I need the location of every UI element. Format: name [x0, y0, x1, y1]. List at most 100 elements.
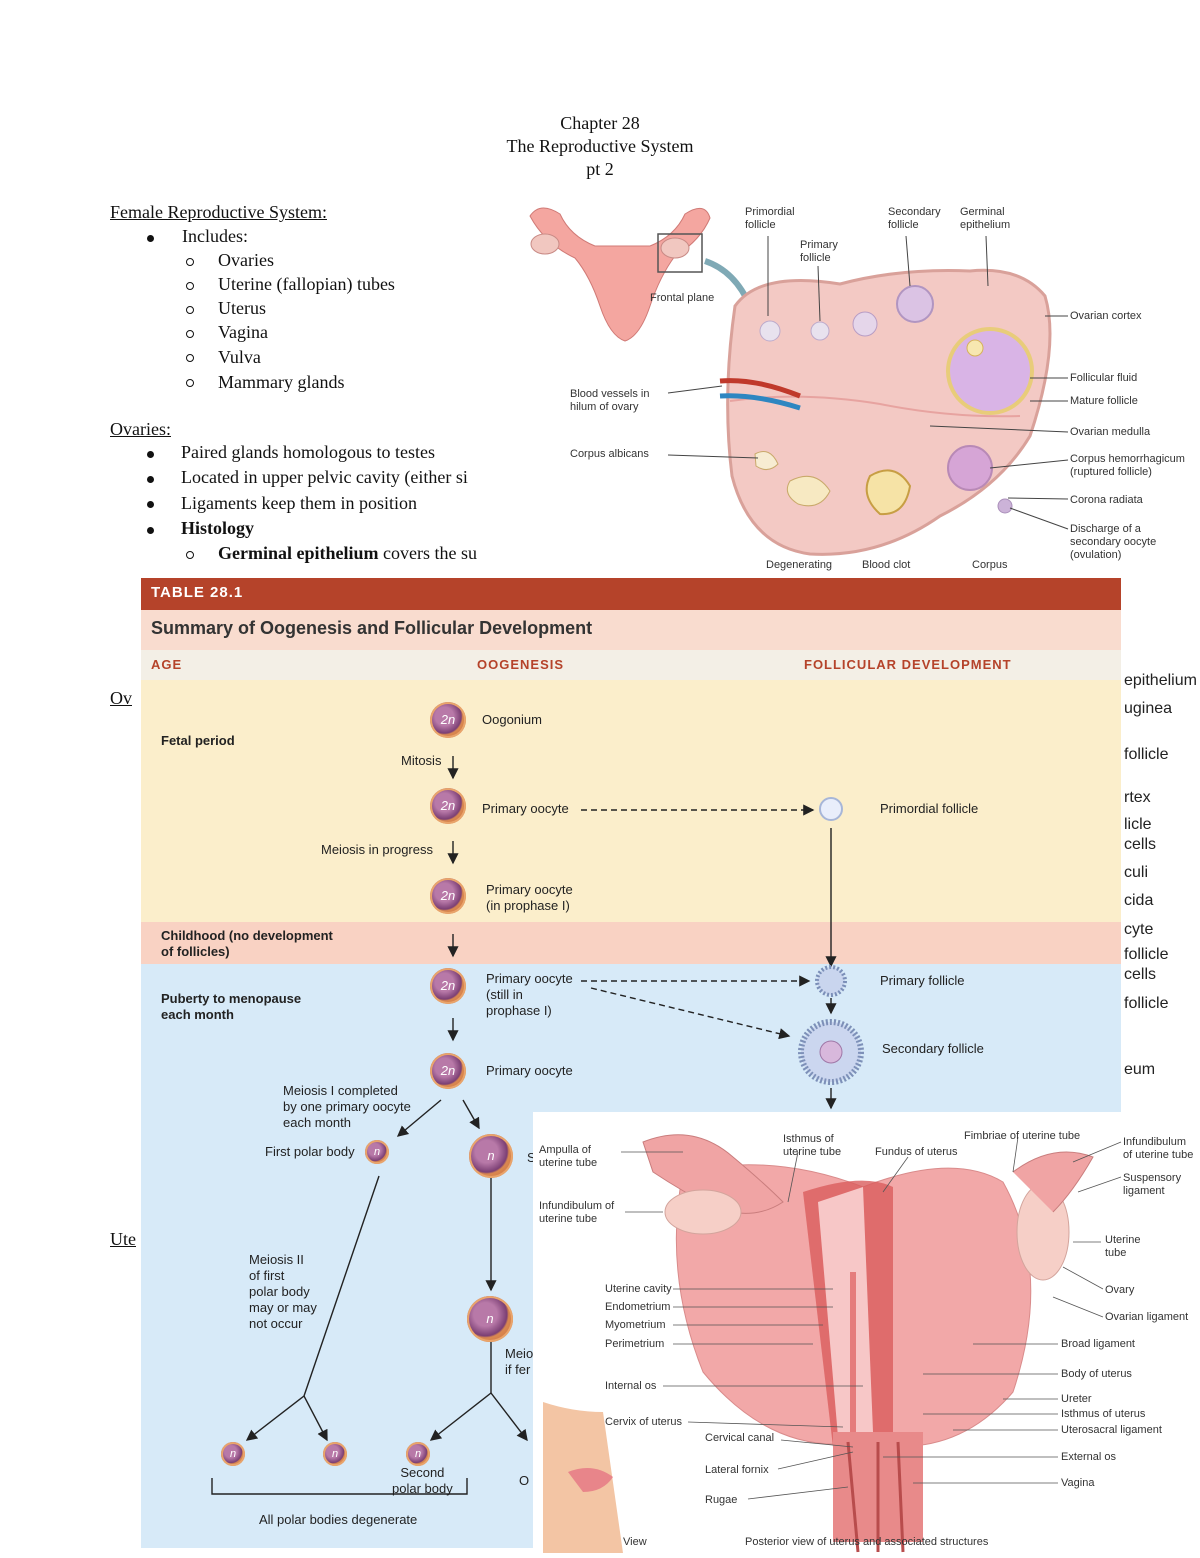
bullet [147, 476, 154, 483]
ploidy-label: n [414, 1448, 422, 1460]
leader-lines [667, 235, 1069, 530]
label-perimetrium: Perimetrium [605, 1338, 665, 1350]
primary-oocyte-prophase-label: Primary oocyte (in prophase I) [486, 882, 573, 913]
bullet [147, 451, 154, 458]
meiosis2-label: Meiosis II of first polar body may or ma… [249, 1252, 317, 1331]
primary-follicle-icon [815, 965, 847, 997]
label-cervical-canal: Cervical canal [705, 1432, 775, 1444]
label-uterine-tube: Uterine tube [1105, 1234, 1141, 1259]
polar-body-cell: n [323, 1442, 347, 1466]
list-item: Ovaries [218, 250, 274, 270]
fetal-period-label: Fetal period [161, 733, 235, 748]
table-number: TABLE 28.1 [151, 584, 244, 601]
primordial-follicle-icon [819, 797, 843, 821]
primary-oocyte-puberty-cell: 2n [430, 1053, 466, 1089]
label-blood-clot: Blood clot [862, 559, 911, 571]
chapter-line: Chapter 28 [560, 113, 640, 133]
meiosis-progress-label: Meiosis in progress [321, 842, 433, 857]
bullet [147, 235, 154, 242]
column-age: AGE [151, 657, 183, 672]
label-vagina: Vagina [1061, 1477, 1095, 1489]
margin-text: licle [1124, 816, 1152, 833]
ploidy-label: 2n [440, 712, 456, 727]
label-medulla: Ovarian medulla [1070, 426, 1151, 438]
secondary-follicle-oocyte-icon [819, 1040, 843, 1064]
label-ovary: Ovary [1105, 1284, 1135, 1296]
label-infundibulum-right: Infundibulum of uterine tube [1123, 1136, 1194, 1161]
margin-text: eum [1124, 1061, 1156, 1078]
uterus-figure: Ampulla of uterine tube Isthmus of uteri… [533, 1112, 1200, 1553]
bullet [147, 501, 154, 508]
margin-text: follicle [1124, 746, 1169, 763]
bullet [147, 527, 154, 534]
bullet [186, 258, 194, 266]
list-item: Uterus [218, 298, 266, 318]
germinal-line: Germinal epithelium covers the su [218, 543, 498, 564]
label-mature: Mature follicle [1070, 395, 1138, 407]
primary-oocyte-still-label: Primary oocyte (still in prophase I) [486, 971, 573, 1018]
label-frontal-plane: Frontal plane [650, 292, 715, 304]
uterus-leader-lines [621, 1136, 1122, 1500]
figure-caption: Posterior view of uterus and associated … [745, 1536, 989, 1548]
label-fundus: Fundus of uterus [875, 1146, 958, 1158]
ploidy-label: 2n [440, 1063, 456, 1078]
list-item: Vagina [218, 322, 268, 342]
childhood-band [141, 922, 1121, 964]
polar-body-cell: n [221, 1442, 245, 1466]
cut-meiosis-label: Meio if fer [505, 1346, 534, 1377]
childhood-label: Childhood (no development of follicles) [161, 928, 333, 959]
ploidy-label: 2n [440, 798, 456, 813]
first-polar-body-cell: n [365, 1140, 389, 1164]
primary-oocyte-still-cell: 2n [430, 968, 466, 1004]
secondary-oocyte-cell: n [469, 1134, 513, 1178]
bullet [186, 306, 194, 314]
bullet [186, 282, 194, 290]
uterus-illustration [543, 1134, 1122, 1553]
second-polar-body-cell: n [406, 1442, 430, 1466]
label-degenerating: Degenerating [766, 559, 833, 571]
uterus-inset [529, 207, 753, 342]
label-secondary: Secondary follicle [888, 206, 941, 231]
ovaries-heading: Ovaries: [110, 419, 171, 439]
column-follicular: FOLLICULAR DEVELOPMENT [804, 657, 1012, 672]
label-ampulla: Ampulla of uterine tube [539, 1144, 598, 1169]
female-heading: Female Reproductive System: [110, 202, 327, 222]
list-item: Vulva [218, 347, 261, 367]
ploidy-label: 2n [440, 978, 456, 993]
ovary-illustration [529, 207, 1069, 556]
label-fluid: Follicular fluid [1070, 372, 1138, 384]
cut-heading-ute: Ute [110, 1229, 136, 1249]
label-fimbriae: Fimbriae of uterine tube [964, 1130, 1081, 1142]
primary-oocyte-prophase-cell: 2n [430, 878, 466, 914]
germinal-rest: covers the su [378, 543, 477, 563]
label-myometrium: Myometrium [605, 1319, 666, 1331]
bullet [186, 551, 194, 559]
margin-text: epithelium [1124, 672, 1197, 689]
label-germinal: Germinal epithelium [960, 206, 1011, 231]
list-item: Uterine (fallopian) tubes [218, 274, 395, 294]
label-isthmus-uterus: Isthmus of uterus [1061, 1408, 1146, 1420]
label-cervix: Cervix of uterus [605, 1416, 683, 1428]
primary-oocyte-puberty-label: Primary oocyte [486, 1063, 573, 1078]
label-rugae: Rugae [705, 1494, 738, 1506]
oogonium-label: Oogonium [482, 712, 542, 727]
ploidy-label: n [229, 1448, 237, 1460]
meiosis1-label: Meiosis I completed by one primary oocyt… [283, 1083, 411, 1130]
primary-oocyte-cell: 2n [430, 788, 466, 824]
label-radiata: Corona radiata [1070, 494, 1143, 506]
bullet [186, 379, 194, 387]
margin-text: rtex [1124, 789, 1151, 806]
first-polar-body-label: First polar body [265, 1144, 355, 1159]
all-polar-degenerate-label: All polar bodies degenerate [259, 1512, 418, 1527]
label-lateral-fornix: Lateral fornix [705, 1464, 769, 1476]
label-view: View [623, 1536, 647, 1548]
margin-text: cells [1124, 836, 1157, 853]
list-item: Paired glands homologous to testes [181, 442, 435, 462]
margin-text: culi [1124, 864, 1149, 881]
label-endometrium: Endometrium [605, 1301, 671, 1313]
oogonium-cell: 2n [430, 702, 466, 738]
label-corpus: Corpus [972, 559, 1008, 571]
label-ovarian-ligament: Ovarian ligament [1105, 1311, 1189, 1323]
list-item: Located in upper pelvic cavity (either s… [181, 467, 468, 487]
margin-text: uginea [1124, 700, 1173, 717]
